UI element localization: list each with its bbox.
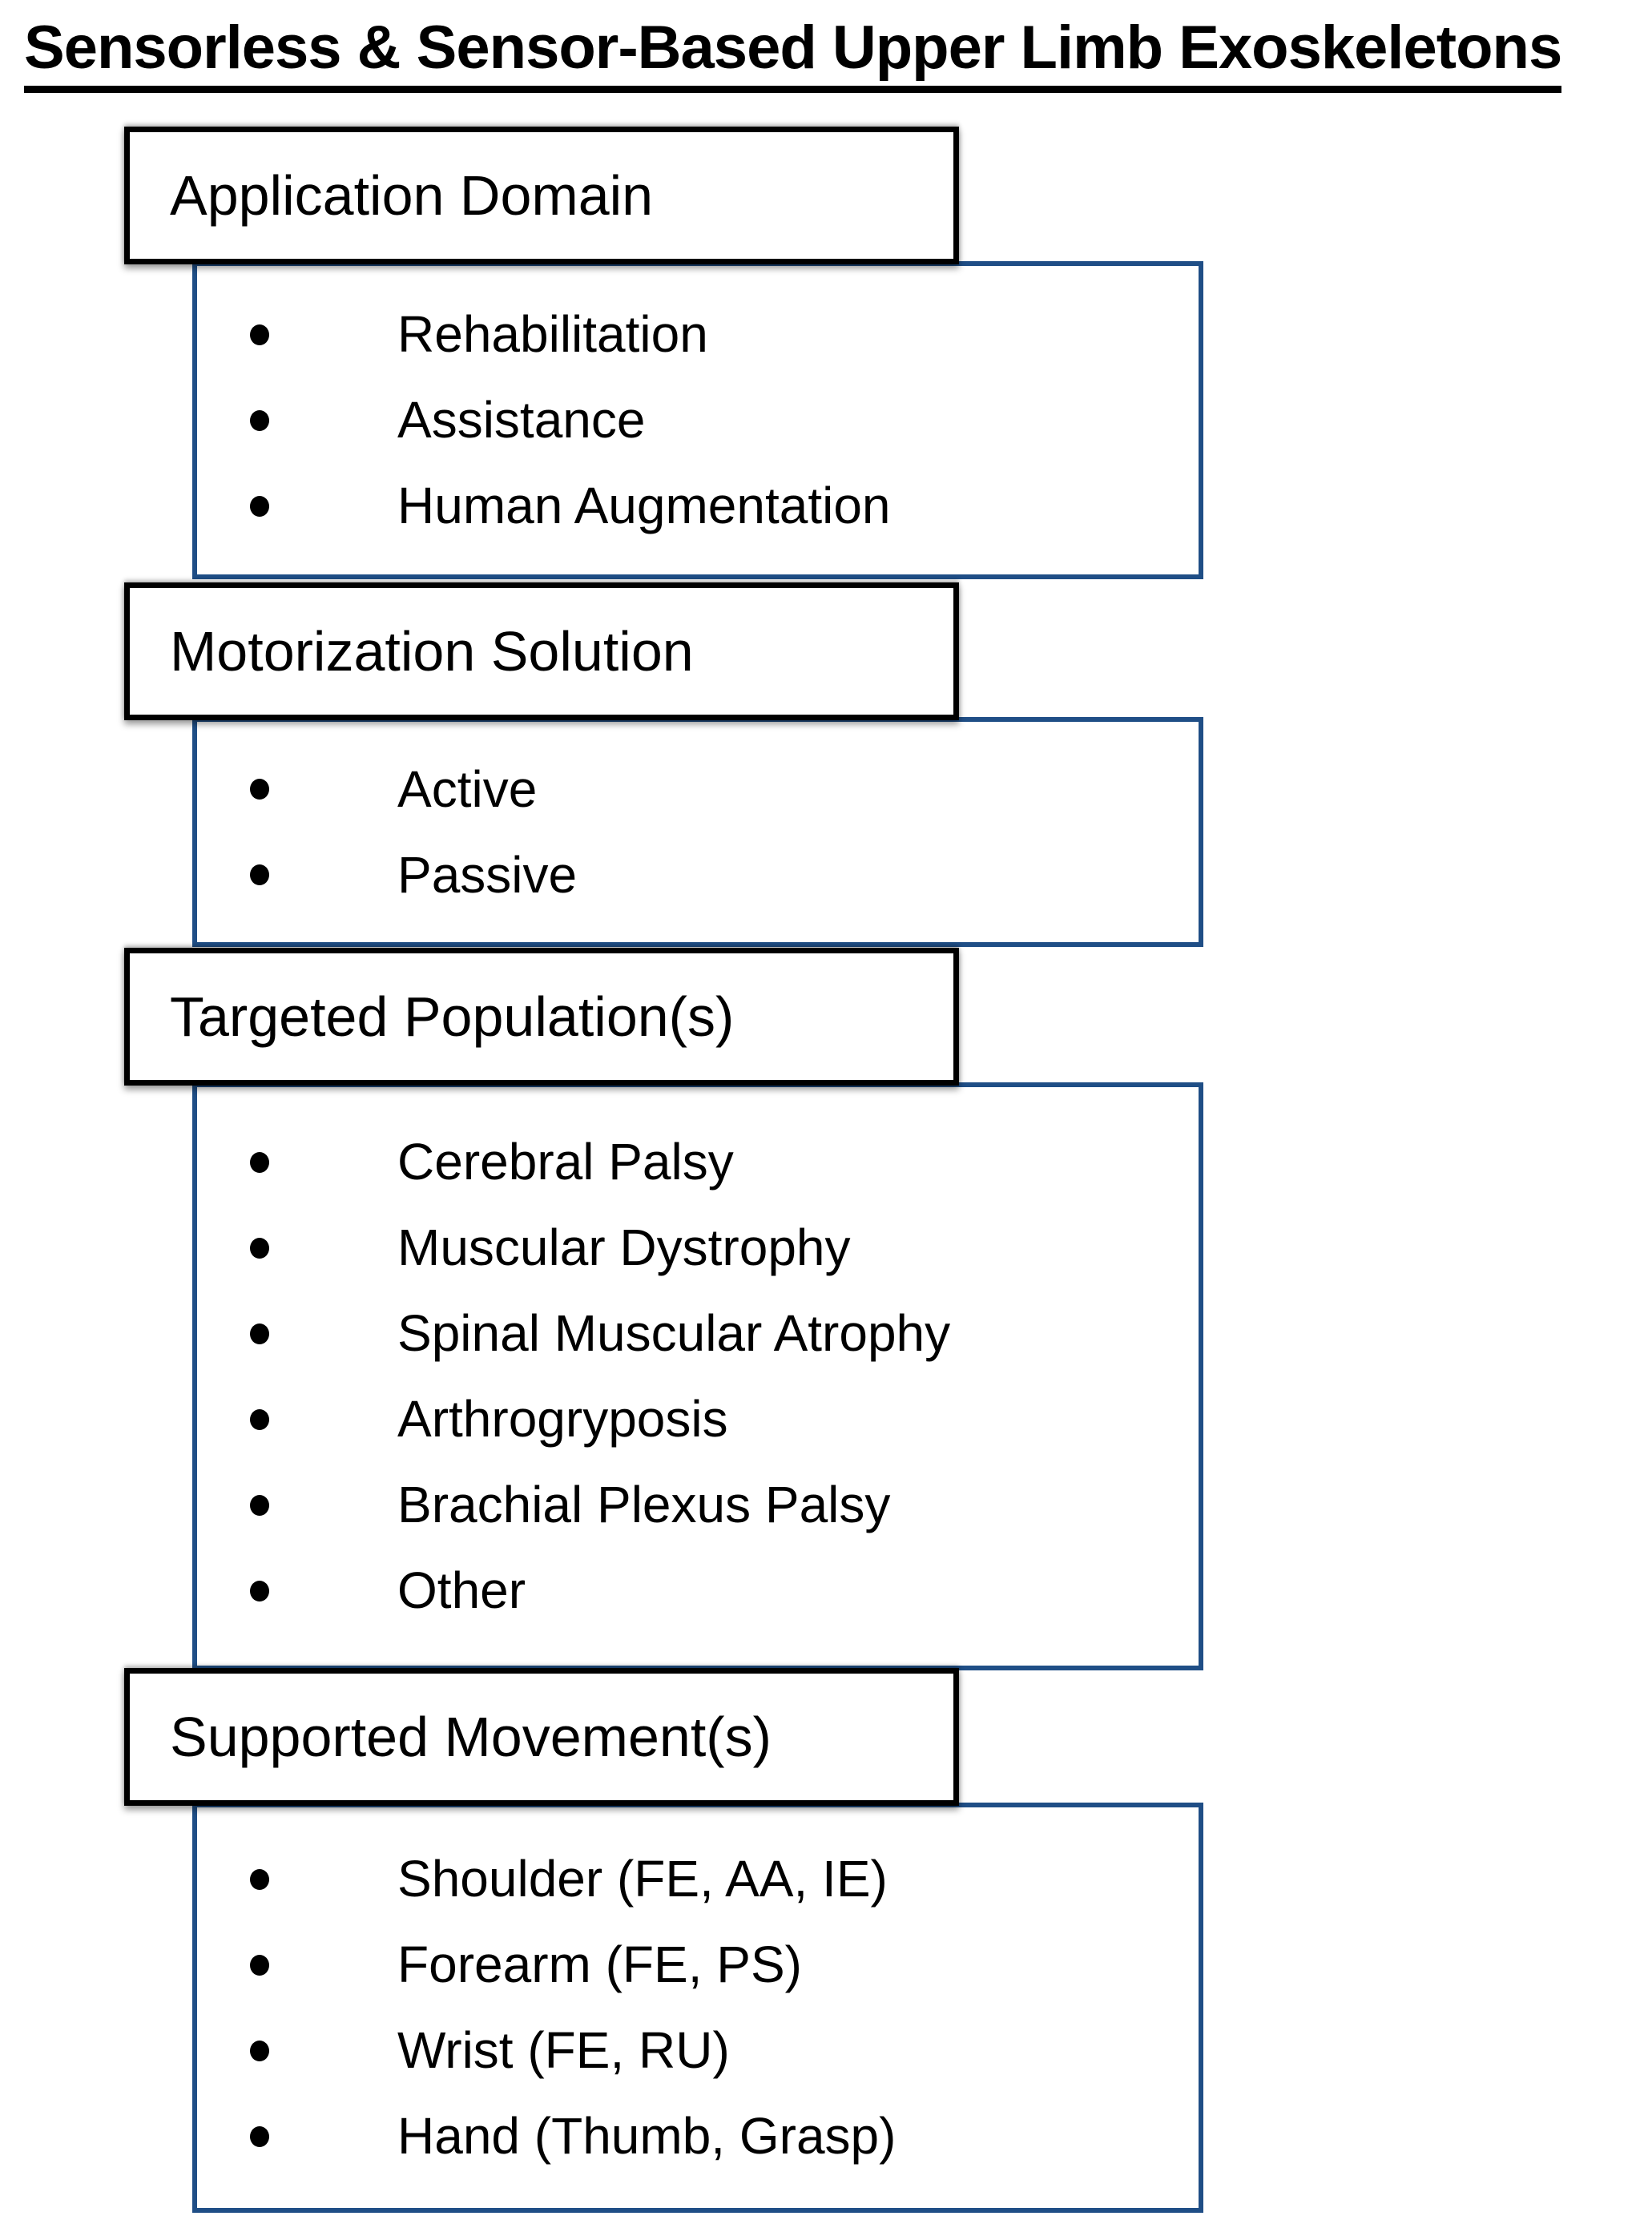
bullet-icon [250,2040,269,2061]
list-item: Assistance [197,377,1199,463]
list-item: Human Augmentation [197,463,1199,549]
list-item: Muscular Dystrophy [197,1205,1199,1291]
section-header-label: Motorization Solution [170,620,694,683]
bullet-icon [250,1151,269,1173]
bullet-icon [250,1323,269,1344]
bullet-icon [250,1408,269,1430]
list-item-label: Muscular Dystrophy [397,1219,851,1277]
bullet-icon [250,1868,269,1890]
section-header-application-domain: Application Domain [124,127,959,264]
section-header-supported-movements: Supported Movement(s) [124,1668,959,1806]
section-header-motorization-solution: Motorization Solution [124,582,959,720]
section-header-targeted-populations: Targeted Population(s) [124,948,959,1086]
list-item-label: Cerebral Palsy [397,1133,734,1191]
list-item: Passive [197,832,1199,918]
list-item-label: Active [397,759,538,818]
list-item-label: Passive [397,845,578,904]
figure-title: Sensorless & Sensor-Based Upper Limb Exo… [24,13,1562,94]
section-header-label: Targeted Population(s) [170,985,735,1048]
list-item-label: Brachial Plexus Palsy [397,1476,891,1534]
list-item: Rehabilitation [197,292,1199,377]
list-item: Cerebral Palsy [197,1119,1199,1205]
bullet-icon [250,1580,269,1601]
bullet-icon [250,864,269,885]
list-item-label: Spinal Muscular Atrophy [397,1304,951,1363]
bullet-icon [250,324,269,345]
list-item: Brachial Plexus Palsy [197,1462,1199,1548]
list-item: Forearm (FE, PS) [197,1922,1199,2008]
list-item: Other [197,1548,1199,1634]
bullet-icon [250,495,269,517]
list-item-label: Other [397,1561,526,1620]
bullet-icon [250,2125,269,2147]
list-item: Active [197,747,1199,832]
bullet-icon [250,1237,269,1259]
list-item: Shoulder (FE, AA, IE) [197,1836,1199,1922]
list-item-label: Hand (Thumb, Grasp) [397,2107,897,2166]
list-item: Wrist (FE, RU) [197,2008,1199,2093]
section-header-label: Supported Movement(s) [170,1706,772,1768]
list-item-label: Assistance [397,391,646,449]
list-item-label: Rehabilitation [397,305,708,364]
list-item-label: Shoulder (FE, AA, IE) [397,1850,888,1908]
bullet-icon [250,1494,269,1516]
list-item-label: Human Augmentation [397,477,891,535]
list-item-label: Forearm (FE, PS) [397,1936,802,1994]
list-item: Arthrogryposis [197,1376,1199,1462]
section-header-label: Application Domain [170,164,654,227]
bullet-icon [250,409,269,431]
list-item: Spinal Muscular Atrophy [197,1291,1199,1376]
bullet-icon [250,1954,269,1976]
bullet-icon [250,779,269,800]
list-item-label: Arthrogryposis [397,1390,728,1448]
list-item-label: Wrist (FE, RU) [397,2021,730,2080]
bullet-list: Shoulder (FE, AA, IE) Forearm (FE, PS) Wri… [197,1836,1199,2179]
section-list-supported-movements: Shoulder (FE, AA, IE) Forearm (FE, PS) Wri… [192,1803,1203,2213]
figure-title-text: Sensorless & Sensor-Based Upper Limb Exo… [24,13,1562,94]
list-item: Hand (Thumb, Grasp) [197,2093,1199,2179]
